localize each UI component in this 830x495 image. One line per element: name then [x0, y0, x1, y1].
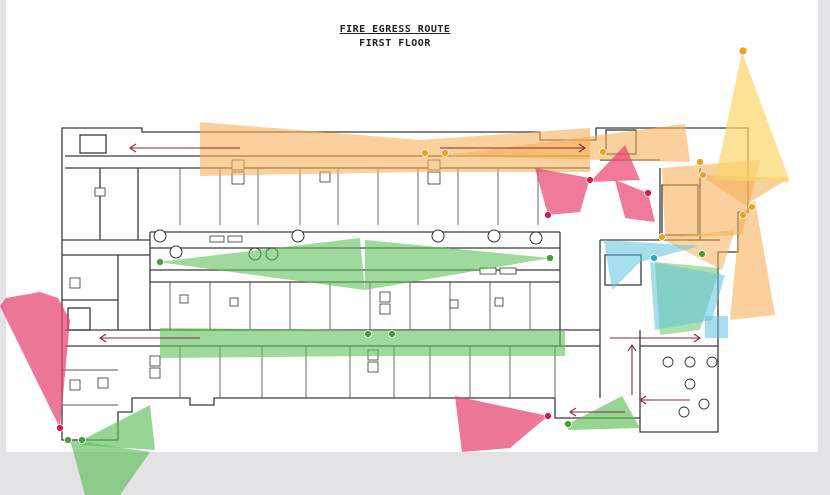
- arrow-head: [693, 333, 701, 343]
- arrow-head: [569, 407, 577, 417]
- arrow-head: [639, 395, 647, 405]
- orange-marker: [441, 149, 449, 157]
- room-partitions: [62, 168, 556, 406]
- orange-route-east: [700, 175, 790, 205]
- yellow-route-exterior: [715, 52, 790, 182]
- pink-marker: [56, 424, 64, 432]
- pink-marker: [644, 189, 652, 197]
- orange-route-east: [730, 200, 775, 320]
- orange-route-corridor: [200, 122, 420, 176]
- green-route-southwest: [80, 405, 155, 450]
- green-marker: [388, 330, 396, 338]
- pink-marker: [586, 176, 594, 184]
- green-route-lower-corridor: [365, 330, 565, 356]
- route-markers: [56, 46, 756, 444]
- green-route-south: [568, 396, 640, 430]
- orange-marker: [696, 158, 704, 166]
- orange-route-east: [660, 230, 735, 270]
- pink-route-room: [590, 145, 640, 182]
- blue-route-east: [650, 262, 725, 330]
- yellow-marker: [738, 46, 748, 56]
- green-route-mid-corridor: [365, 240, 550, 290]
- orange-marker: [599, 148, 607, 156]
- green-marker: [364, 330, 372, 338]
- arrow-head: [129, 143, 137, 153]
- pink-marker: [544, 412, 552, 420]
- green-route-lower-corridor: [160, 328, 365, 358]
- office-furniture: [662, 356, 718, 418]
- green-route-southwest: [70, 440, 150, 495]
- building-walls: [61, 127, 749, 441]
- blue-marker: [650, 254, 658, 262]
- pink-route-room: [535, 168, 590, 215]
- green-marker: [64, 436, 72, 444]
- green-marker: [156, 258, 164, 266]
- green-marker: [564, 420, 572, 428]
- pink-route-west: [0, 292, 70, 428]
- green-marker: [546, 254, 554, 262]
- arrow-head: [99, 333, 107, 343]
- orange-marker: [421, 149, 429, 157]
- arrow-head: [578, 143, 586, 153]
- green-marker: [78, 436, 86, 444]
- green-route-mid-corridor: [158, 238, 365, 290]
- blue-route-east: [705, 316, 728, 338]
- orange-marker: [748, 203, 756, 211]
- blue-route-stair: [604, 240, 700, 290]
- arrow-head: [627, 344, 637, 352]
- green-marker: [698, 250, 706, 258]
- orange-marker: [699, 171, 707, 179]
- egress-overlays: [0, 52, 790, 495]
- pink-route-room: [615, 180, 655, 222]
- pink-route-south: [455, 396, 548, 452]
- pink-marker: [544, 211, 552, 219]
- egress-arrows: [99, 143, 701, 417]
- orange-marker: [739, 211, 747, 219]
- orange-marker: [658, 233, 666, 241]
